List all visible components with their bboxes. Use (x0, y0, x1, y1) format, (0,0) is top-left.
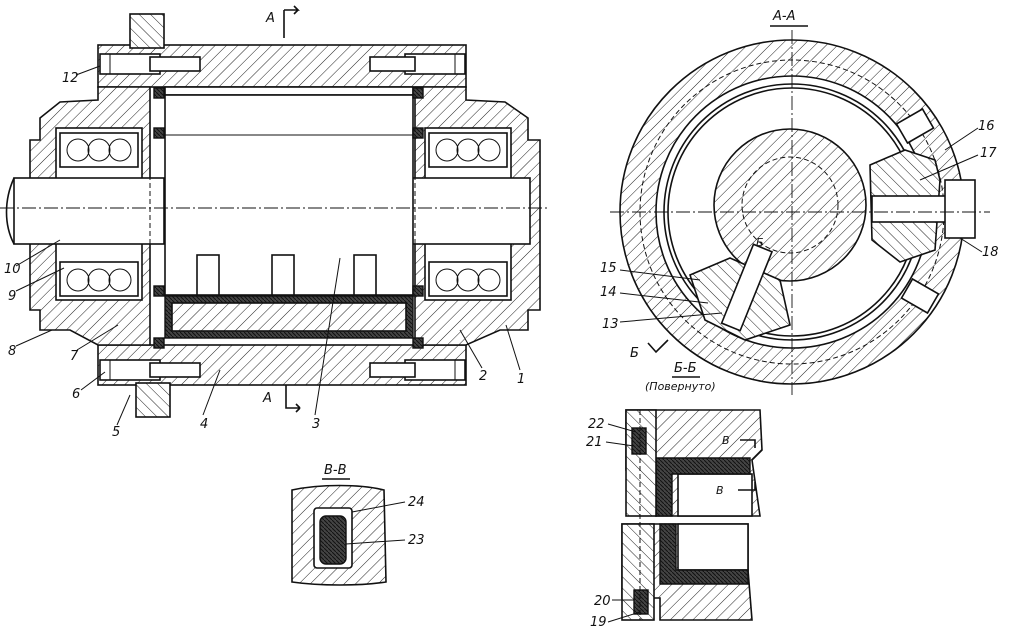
callout-1: 1 (517, 372, 525, 387)
bolt-bottom-right (369, 359, 466, 381)
callout-23: 23 (408, 533, 425, 548)
section-mark-bottom: А (262, 391, 272, 406)
vv-insert (319, 515, 347, 565)
callout-16: 16 (978, 119, 995, 134)
gear-top (129, 13, 165, 49)
callout-12: 12 (62, 71, 79, 86)
bolt-top-left (99, 53, 201, 75)
leader-lines-aa (619, 127, 983, 323)
inner-mark-b: Б (756, 236, 764, 249)
view-mark-b: Б (630, 346, 639, 361)
callout-5: 5 (112, 425, 120, 440)
top-liner (164, 86, 414, 96)
rotor (713, 128, 867, 282)
section-aa-view: А-А Б Б 15 (600, 9, 999, 395)
section-bb-subtitle: (Повернуто) (645, 380, 716, 393)
main-section-view: А А 1 2 3 4 5 6 7 8 9 10 12 (0, 5, 550, 440)
left-shaft (13, 177, 165, 245)
callout-19: 19 (590, 615, 607, 630)
section-bb-title: Б-Б (674, 361, 697, 376)
section-vv-view: В-В 24 23 (291, 463, 425, 586)
bolt-bottom-left (99, 359, 201, 381)
callout-9: 9 (8, 289, 16, 304)
callout-17: 17 (980, 146, 997, 161)
callout-22: 22 (588, 417, 605, 432)
callout-15: 15 (600, 261, 617, 276)
section-mark-top: А (265, 11, 275, 26)
callout-21: 21 (586, 435, 603, 450)
callout-3: 3 (312, 417, 320, 432)
section-vv-title: В-В (324, 463, 347, 478)
callout-6: 6 (72, 387, 80, 402)
callout-13: 13 (602, 317, 619, 332)
callout-20: 20 (594, 594, 611, 609)
callout-2: 2 (479, 369, 487, 384)
leader-lines (15, 65, 521, 426)
right-shaft (399, 177, 531, 245)
left-bearing-upper (59, 132, 139, 168)
callout-8: 8 (8, 344, 16, 359)
pins (196, 254, 377, 330)
view-mark-v-top: В (722, 434, 730, 447)
seal (153, 87, 165, 99)
callout-7: 7 (70, 349, 79, 364)
callout-18: 18 (982, 245, 999, 260)
view-mark-v-bottom: В (716, 484, 724, 497)
gear-bottom (135, 382, 171, 418)
callout-4: 4 (200, 417, 208, 432)
section-bb-view: Б-Б (Повернуто) В В 22 21 20 19 (586, 361, 763, 630)
right-bearing-upper (428, 132, 508, 168)
section-aa-title: А-А (772, 9, 795, 24)
callout-10: 10 (4, 262, 21, 277)
leader-lines-bb (605, 423, 641, 623)
callout-24: 24 (408, 495, 425, 510)
left-plunger (720, 243, 774, 332)
callout-14: 14 (600, 285, 617, 300)
bolt-top-right (369, 53, 466, 75)
